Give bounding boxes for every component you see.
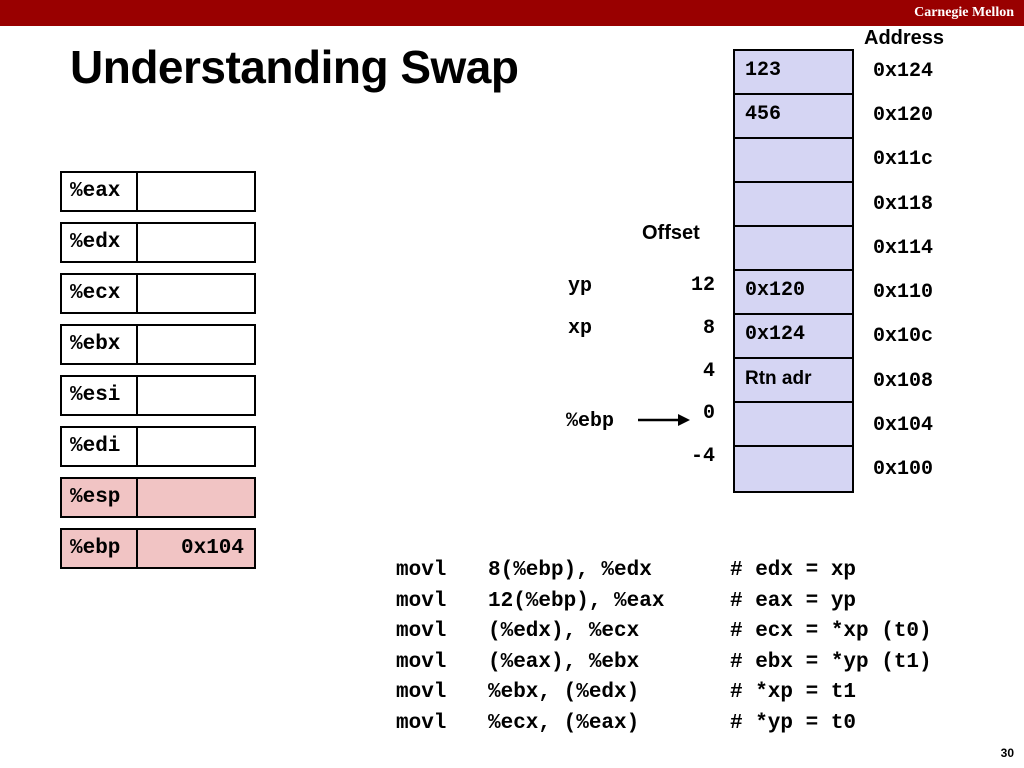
code-args: %ebx, (%edx) bbox=[488, 681, 640, 705]
code-line: movl %ecx, (%eax) # *yp = t0 bbox=[396, 709, 932, 740]
header-bar: Carnegie Mellon bbox=[0, 0, 1024, 26]
memory-cell bbox=[735, 227, 852, 271]
address-header: Address bbox=[864, 27, 945, 49]
code-op: movl bbox=[396, 589, 447, 613]
memory-cell: 0x120 bbox=[735, 271, 852, 315]
register-name: %ebx bbox=[62, 326, 138, 363]
register-value bbox=[138, 326, 254, 363]
label-ebp-pointer: %ebp bbox=[566, 410, 615, 433]
code-line: movl %ebx, (%edx) # *xp = t1 bbox=[396, 678, 932, 709]
memory-address: 0x118 bbox=[873, 193, 934, 216]
offset-value: 8 bbox=[702, 317, 715, 340]
register-name: %esp bbox=[62, 479, 138, 516]
memory-address: 0x100 bbox=[873, 458, 934, 481]
code-line: movl (%edx), %ecx # ecx = *xp (t0) bbox=[396, 617, 932, 648]
page-title: Understanding Swap bbox=[70, 41, 519, 93]
code-op: movl bbox=[396, 711, 447, 735]
code-op: movl bbox=[396, 559, 447, 582]
memory-address: 0x120 bbox=[873, 104, 934, 127]
memory-cell bbox=[735, 447, 852, 491]
register-edi: %edi bbox=[60, 426, 256, 467]
register-name: %esi bbox=[62, 377, 138, 414]
memory-stack: 123 456 0x120 0x124 Rtn adr bbox=[733, 49, 854, 493]
memory-address: 0x104 bbox=[873, 414, 934, 437]
memory-address: 0x11c bbox=[873, 148, 934, 171]
code-args: 12(%ebp), %eax bbox=[488, 589, 665, 613]
code-args: (%edx), %ecx bbox=[488, 620, 640, 644]
memory-address: 0x114 bbox=[873, 237, 934, 260]
label-yp: yp bbox=[568, 275, 593, 298]
memory-cell bbox=[735, 139, 852, 183]
code-comment: # eax = yp bbox=[730, 589, 857, 613]
register-eax: %eax bbox=[60, 171, 256, 212]
code-line: movl 8(%ebp), %edx # edx = xp bbox=[396, 556, 932, 587]
memory-cell: Rtn adr bbox=[735, 359, 852, 403]
assembly-code: movl 8(%ebp), %edx # edx = xp movl 12(%ebp)… bbox=[396, 556, 932, 740]
code-comment: # edx = xp bbox=[730, 559, 857, 582]
code-comment: # ecx = *xp (t0) bbox=[730, 620, 932, 644]
register-value bbox=[138, 428, 254, 465]
register-value bbox=[138, 479, 254, 516]
offset-value: -4 bbox=[690, 445, 715, 468]
memory-address: 0x10c bbox=[873, 325, 934, 348]
offset-value: 4 bbox=[702, 360, 715, 383]
code-comment: # ebx = *yp (t1) bbox=[730, 650, 932, 674]
code-op: movl bbox=[396, 681, 447, 705]
page-number: 30 bbox=[1000, 746, 1014, 760]
memory-cell: 456 bbox=[735, 95, 852, 139]
label-xp: xp bbox=[568, 317, 593, 340]
register-esi: %esi bbox=[60, 375, 256, 416]
register-name: %eax bbox=[62, 173, 138, 210]
register-value: 0x104 bbox=[180, 537, 244, 560]
memory-cell bbox=[735, 403, 852, 447]
register-name: %ecx bbox=[62, 275, 138, 312]
code-line: movl (%eax), %ebx # ebx = *yp (t1) bbox=[396, 648, 932, 679]
brand-label: Carnegie Mellon bbox=[914, 5, 1014, 20]
register-name: %edi bbox=[62, 428, 138, 465]
code-line: movl 12(%ebp), %eax # eax = yp bbox=[396, 587, 932, 618]
register-name: %edx bbox=[62, 224, 138, 261]
memory-cell bbox=[735, 183, 852, 227]
memory-address: 0x108 bbox=[873, 370, 934, 393]
code-op: movl bbox=[396, 650, 447, 674]
register-value bbox=[138, 173, 254, 210]
register-name: %ebp bbox=[62, 530, 138, 567]
register-value bbox=[138, 224, 254, 261]
code-comment: # *yp = t0 bbox=[730, 711, 857, 735]
register-value bbox=[138, 377, 254, 414]
register-ebp: %ebp 0x104 bbox=[60, 528, 256, 569]
register-edx: %edx bbox=[60, 222, 256, 263]
code-args: 8(%ebp), %edx bbox=[488, 559, 652, 582]
code-op: movl bbox=[396, 620, 447, 644]
memory-address: 0x110 bbox=[873, 281, 934, 304]
code-args: (%eax), %ebx bbox=[488, 650, 640, 674]
register-ebx: %ebx bbox=[60, 324, 256, 365]
offset-value: 0 bbox=[702, 402, 715, 425]
register-esp: %esp bbox=[60, 477, 256, 518]
offset-header: Offset bbox=[642, 222, 700, 244]
ebp-arrow-icon bbox=[638, 414, 690, 426]
memory-cell: 123 bbox=[735, 51, 852, 95]
code-args: %ecx, (%eax) bbox=[488, 711, 640, 735]
code-comment: # *xp = t1 bbox=[730, 681, 857, 705]
memory-address: 0x124 bbox=[873, 60, 934, 83]
memory-cell: 0x124 bbox=[735, 315, 852, 359]
offset-value: 12 bbox=[690, 274, 715, 297]
register-ecx: %ecx bbox=[60, 273, 256, 314]
register-value bbox=[138, 275, 254, 312]
